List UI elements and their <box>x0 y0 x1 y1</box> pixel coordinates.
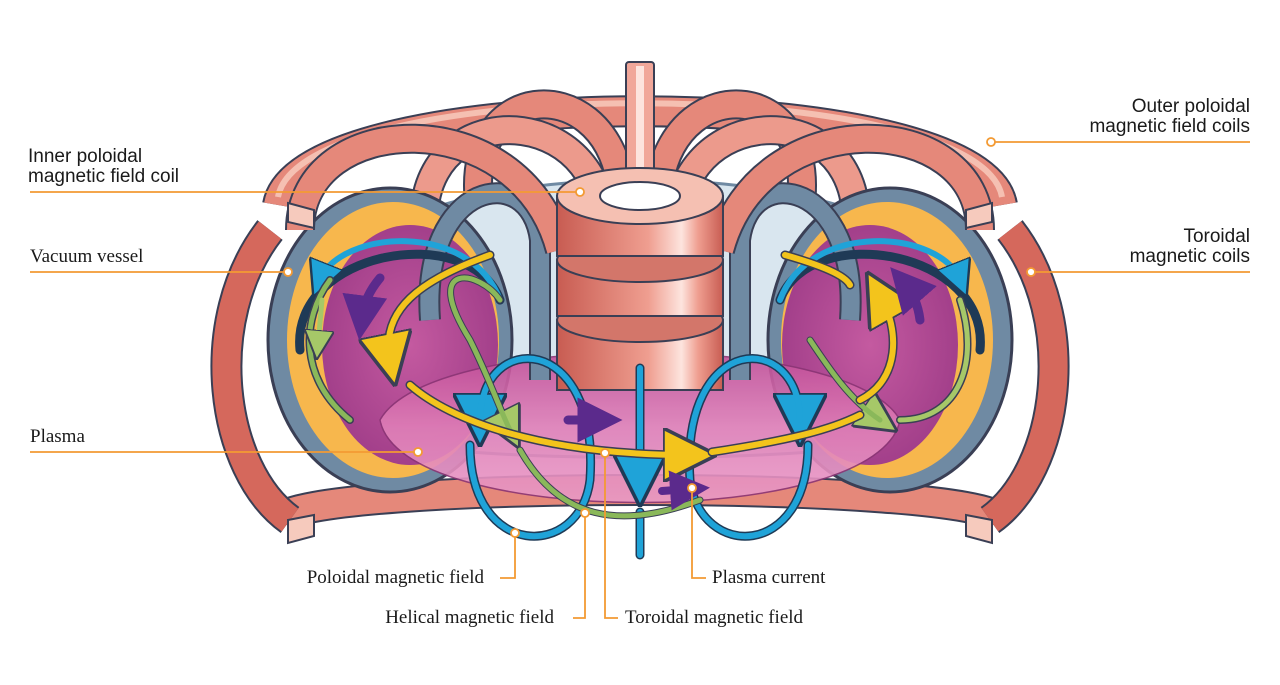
toroidal-coils-front <box>285 123 995 255</box>
label-toroidal-field: Toroidal magnetic field <box>625 607 804 628</box>
inner-poloidal-coil-stack <box>556 167 724 391</box>
label-vacuum-vessel: Vacuum vessel <box>30 246 144 267</box>
label-toroidal-coils-line2: magnetic coils <box>1129 246 1250 267</box>
label-outer-poloidal-line1: Outer poloidal <box>1131 96 1250 117</box>
label-toroidal-coils: Toroidal magnetic coils <box>1130 227 1250 267</box>
coil-end-blocks <box>287 201 993 545</box>
label-inner-poloidal-line2: magnetic field coil <box>28 166 180 187</box>
label-outer-poloidal-coils: Outer poloidal magnetic field coils <box>1089 97 1250 137</box>
label-inner-poloidal-coil: Inner poloidal magnetic field coil <box>28 147 179 187</box>
solenoid-rod-highlight <box>636 66 644 186</box>
toroidal-field-arrows <box>388 250 893 455</box>
poloidal-field-arrows <box>295 238 985 560</box>
label-helical-field: Helical magnetic field <box>385 607 554 628</box>
label-inner-poloidal-line1: Inner poloidal <box>28 146 143 167</box>
leader-dots <box>283 137 1036 538</box>
label-plasma-current: Plasma current <box>712 567 826 588</box>
plasma-current-arrows <box>342 267 937 511</box>
label-outer-poloidal-line2: magnetic field coils <box>1089 116 1250 137</box>
label-plasma: Plasma <box>30 426 85 447</box>
label-poloidal-field: Poloidal magnetic field <box>306 567 484 588</box>
leader-lines <box>30 141 1250 619</box>
label-toroidal-coils-line1: Toroidal <box>1183 226 1250 247</box>
